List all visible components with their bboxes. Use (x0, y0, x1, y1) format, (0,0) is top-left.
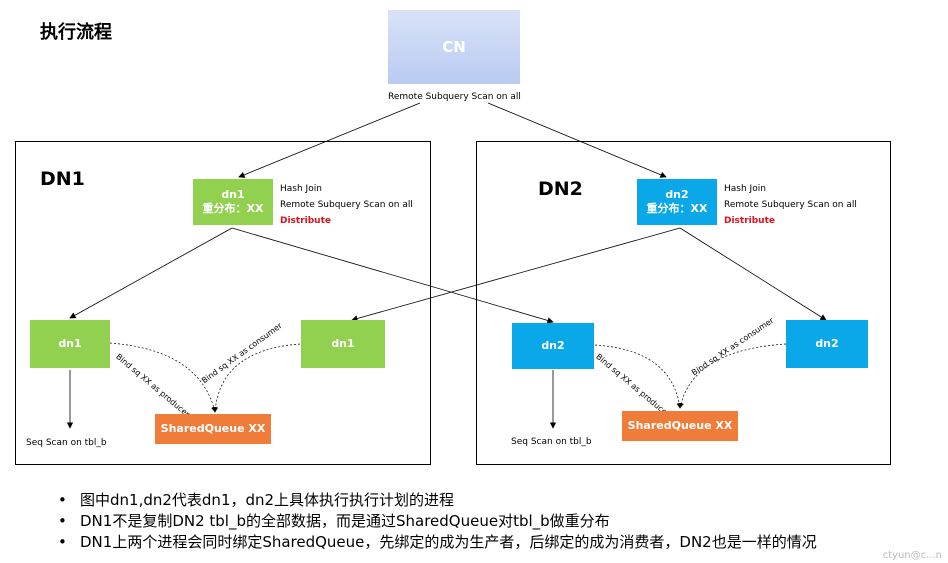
edge-dn1-dn2left (231, 227, 554, 324)
dn1-left-node-label: dn1 (58, 337, 82, 350)
dn1-producer-curve (109, 342, 217, 413)
dn1-op-distribute: Distribute (280, 216, 331, 226)
bullet-list: • 图中dn1,dn2代表dn1，dn2上具体执行执行计划的进程 • DN1不是复制… (58, 490, 817, 553)
dn1-left-node: dn1 (30, 320, 110, 368)
cn-node: CN (388, 10, 520, 84)
dn2-op-remote: Remote Subquery Scan on all (724, 200, 857, 210)
edge-cn-dn1 (238, 102, 421, 178)
dn2-top-node: dn2 重分布：XX (637, 179, 717, 225)
dn2-top-node-sub: 重分布：XX (646, 202, 708, 215)
dn1-top-node-sub: 重分布：XX (202, 202, 264, 215)
edge-cn-dn2 (487, 102, 667, 178)
dn1-right-node-label: dn1 (331, 337, 355, 350)
dn1-seq-scan: Seq Scan on tbl_b (26, 438, 107, 448)
dn1-top-node-name: dn1 (221, 188, 245, 201)
bullet-item: • DN1上两个进程会同时绑定SharedQueue，先绑定的成为生产者，后绑定的… (58, 532, 817, 553)
dn1-top-node: dn1 重分布：XX (193, 179, 273, 225)
cn-label: CN (442, 38, 466, 56)
bullet-dot-icon: • (58, 533, 67, 551)
edge-dn1-left (69, 227, 233, 319)
edge-dn2-dn1right (351, 227, 681, 322)
bullet-dot-icon: • (58, 491, 67, 509)
dn1-op-remote: Remote Subquery Scan on all (280, 200, 413, 210)
bullet-item: • DN1不是复制DN2 tbl_b的全部数据，而是通过SharedQueue对t… (58, 511, 817, 532)
edge-dn2-right (679, 227, 827, 321)
dn2-seq-scan: Seq Scan on tbl_b (511, 437, 592, 447)
dn2-right-node-label: dn2 (815, 337, 839, 350)
dn1-frame (15, 141, 431, 465)
bullet-item: • 图中dn1,dn2代表dn1，dn2上具体执行执行计划的进程 (58, 490, 817, 511)
dn2-top-node-name: dn2 (665, 188, 689, 201)
page-title: 执行流程 (40, 22, 112, 43)
dn2-consumer-curve (678, 343, 787, 409)
dn1-label: DN1 (40, 168, 85, 190)
dn2-left-node: dn2 (512, 323, 594, 369)
dn1-right-node: dn1 (301, 320, 385, 368)
cn-plan: Remote Subquery Scan on all (388, 92, 521, 102)
bullet-text: DN1上两个进程会同时绑定SharedQueue，先绑定的成为生产者，后绑定的成… (80, 533, 817, 551)
dn1-shared-queue-label: SharedQueue XX (160, 422, 266, 435)
dn2-label: DN2 (538, 178, 583, 200)
dn1-consumer-curve (212, 343, 301, 413)
dn2-shared-queue: SharedQueue XX (622, 411, 738, 441)
dn1-op-hashjoin: Hash Join (280, 184, 322, 194)
dn2-op-distribute: Distribute (724, 216, 775, 226)
bullet-text: DN1不是复制DN2 tbl_b的全部数据，而是通过SharedQueue对tb… (80, 512, 610, 530)
bullet-text: 图中dn1,dn2代表dn1，dn2上具体执行执行计划的进程 (80, 491, 455, 509)
dn2-op-hashjoin: Hash Join (724, 184, 766, 194)
dn2-left-node-label: dn2 (541, 339, 565, 352)
watermark: ctyun@c...n (882, 550, 942, 561)
dn2-right-node: dn2 (786, 320, 868, 368)
dn2-shared-queue-label: SharedQueue XX (627, 419, 733, 432)
dn2-producer-curve (594, 344, 683, 409)
bullet-dot-icon: • (58, 512, 67, 530)
dn1-shared-queue: SharedQueue XX (155, 414, 271, 444)
